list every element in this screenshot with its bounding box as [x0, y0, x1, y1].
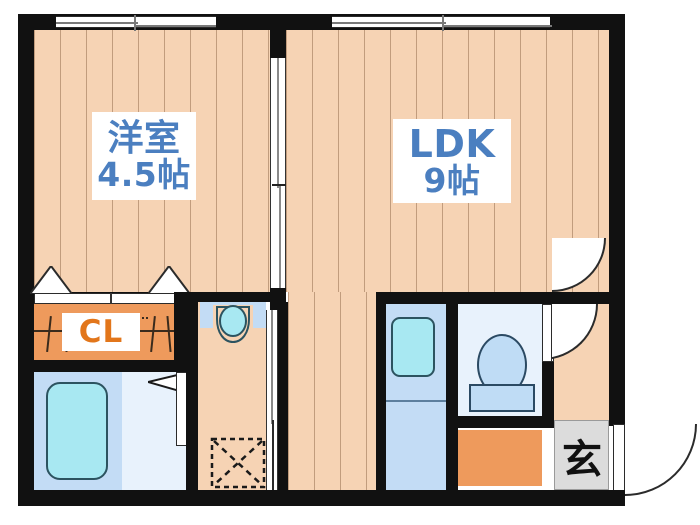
partition-sliding-door[interactable] — [270, 58, 286, 288]
wall-bath-right — [186, 292, 198, 506]
shoe-box — [458, 430, 542, 486]
wall-entrance-right — [609, 304, 625, 426]
room-label-ldk-line1: LDK — [408, 121, 496, 166]
kitchen-sink — [391, 317, 435, 377]
room-label-washitsu-line2: 4.5帖 — [97, 154, 191, 194]
closet-label: CL — [62, 313, 140, 351]
bathroom-washroom-zone — [122, 372, 186, 490]
room-label-washitsu-line1: 洋室 — [107, 117, 181, 159]
wall-kitchen-top — [376, 292, 542, 304]
entrance-door-leaf[interactable] — [613, 424, 625, 496]
room-label-ldk-line2: 9帖 — [423, 160, 481, 200]
entrance-label: 玄 — [562, 437, 602, 483]
washbasin-bowl — [213, 305, 253, 347]
inspection-hatch — [210, 437, 266, 489]
wall-toilet-bottom — [446, 416, 554, 428]
kitchen-counter-divider — [380, 400, 446, 402]
wall-closet-right — [174, 292, 186, 372]
wall-nub-kitchen-bottom — [376, 292, 386, 490]
genkan-tile — [554, 420, 609, 490]
ldk-lower-floor — [288, 292, 376, 490]
wall-left — [18, 14, 34, 506]
closet-door-track-divider — [110, 293, 112, 309]
window-top-right[interactable] — [332, 15, 552, 31]
wall-corridor-right — [278, 302, 288, 490]
wall-under-closet — [18, 360, 186, 372]
entrance-door-arc[interactable] — [625, 424, 697, 496]
window-top-left[interactable] — [56, 15, 216, 31]
wall-nub-hall-top — [542, 292, 609, 304]
room-label-ldk: LDK 9帖 — [393, 119, 511, 203]
door-leaf-hall-upper[interactable] — [542, 304, 552, 362]
wall-bottom — [18, 490, 625, 506]
partition-wall-top-stub — [270, 14, 286, 58]
wall-right-upper — [609, 14, 625, 304]
corridor-sliding-door[interactable] — [266, 310, 278, 490]
bathtub — [46, 382, 108, 480]
wall-nub-bath-top — [186, 292, 198, 302]
wall-entrance-jamb — [609, 490, 625, 506]
room-floor-washitsu — [34, 30, 270, 292]
toilet-tank — [469, 384, 535, 412]
room-label-washitsu: 洋室 4.5帖 — [92, 112, 196, 200]
wall-kitchen-right — [446, 292, 458, 490]
